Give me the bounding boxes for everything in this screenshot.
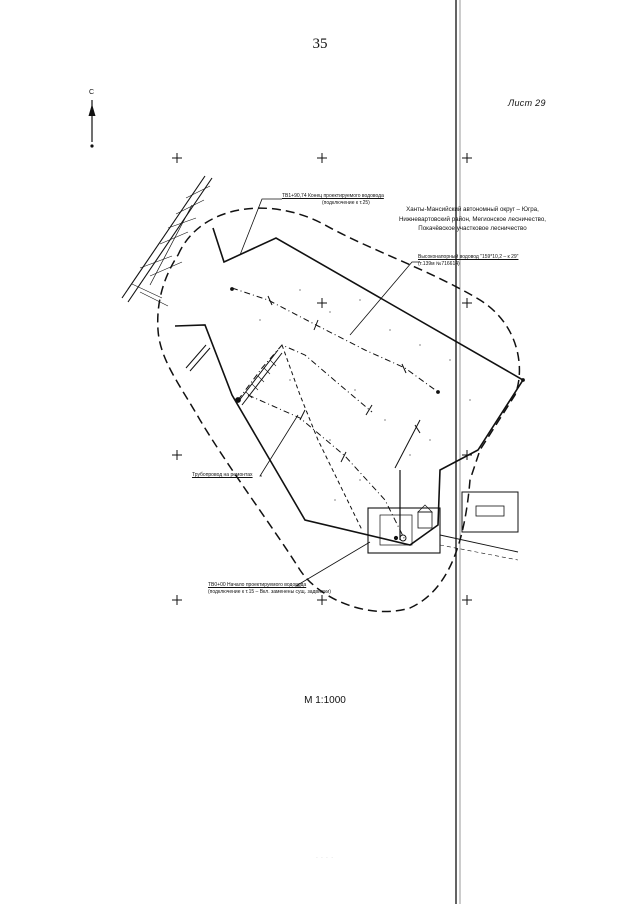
existing-corridor-hatch — [121, 175, 213, 307]
existing-structure — [439, 491, 519, 561]
callout-node-sub: (т.139м №716614) — [418, 260, 460, 267]
survey-ticks — [259, 289, 471, 501]
grid-cross — [317, 153, 327, 163]
callout-end-head: ТВ0+00 Начало проектируемого водовода — [208, 582, 307, 588]
callout-end-sub: (подключение к т.15 – Вкл. заменены сущ.… — [208, 588, 331, 595]
callout-node-head: Высоконапорный водовод "159*10,2 – к 29" — [418, 254, 519, 260]
grid-cross — [172, 450, 182, 460]
binding-fold-line — [455, 0, 461, 904]
callout-pipeline-start: ТВ0+00 Начало проектируемого водовода (п… — [208, 582, 331, 595]
callout-repair-pipe: Трубопровод на ремонтах — [192, 472, 253, 479]
grid-crosses — [172, 153, 472, 605]
zone-boundary-dashed — [156, 207, 521, 613]
hatched-pipe-segment — [185, 344, 283, 406]
grid-cross — [317, 298, 327, 308]
grid-cross — [172, 153, 182, 163]
north-arrow-icon — [88, 100, 96, 148]
lease-plot-outline — [174, 227, 525, 546]
location-line-1: Ханты-Мансийский автономный округ – Югра… — [406, 206, 539, 213]
scale-label: М 1:1000 — [304, 695, 346, 706]
sheet-label: Лист 29 — [508, 98, 546, 108]
location-line-2: Нижневартовский район, Мегионское леснич… — [398, 215, 547, 223]
pipeline-route-repair — [237, 344, 373, 413]
callout-top-head: ТВ1+90,74 Конец проектируемого водовода — [282, 193, 384, 199]
pipeline-route-main — [231, 287, 439, 393]
grid-cross — [462, 298, 472, 308]
callout-pipeline-end: ТВ1+90,74 Конец проектируемого водовода … — [282, 193, 384, 206]
page-number: 35 — [312, 36, 328, 52]
pipeline-inlet-segment — [394, 419, 421, 469]
pipeline-route-branch — [247, 394, 406, 541]
callout-pipe-head: Трубопровод на ремонтах — [192, 472, 253, 478]
grid-cross — [462, 595, 472, 605]
callout-high-pressure: Высоконапорный водовод "159*10,2 – к 29"… — [418, 254, 518, 267]
north-letter: С — [89, 89, 95, 96]
footer-marks: · · · · — [316, 855, 334, 861]
grid-cross — [172, 595, 182, 605]
location-block: Ханты-Мансийский автономный округ – Югра… — [380, 205, 565, 234]
location-line-3: Покачёвское участковое лесничество — [418, 225, 527, 232]
callout-leaders — [239, 198, 420, 587]
callout-top-sub: (подключение к т.25) — [322, 199, 370, 206]
grid-cross — [317, 595, 327, 605]
facility-pad — [367, 504, 441, 554]
grid-cross — [462, 153, 472, 163]
pipeline-route-south — [281, 344, 363, 531]
route-markers — [230, 287, 525, 463]
